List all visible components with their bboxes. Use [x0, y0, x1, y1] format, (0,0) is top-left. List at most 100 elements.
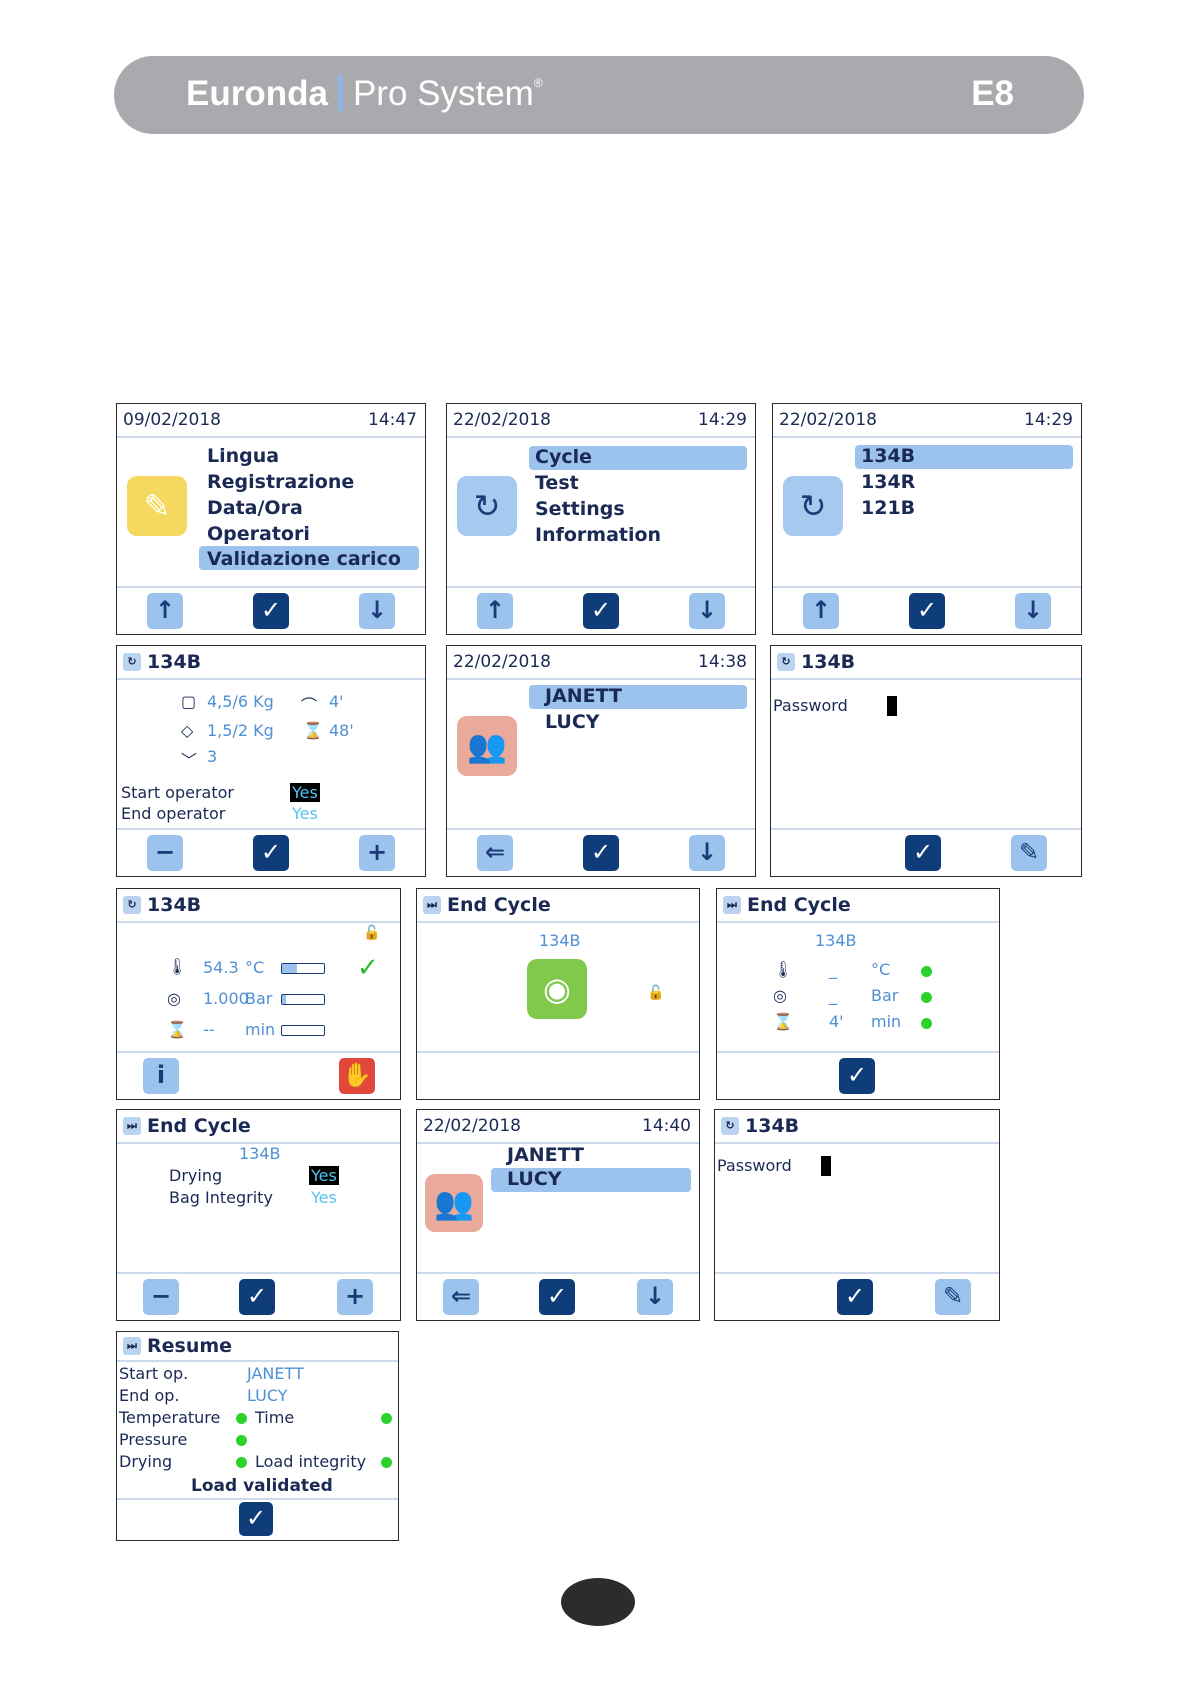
- pressure-bar-fill: [282, 995, 287, 1004]
- password-input-cursor[interactable]: [887, 696, 897, 716]
- cycle-icon: ↻: [123, 896, 141, 914]
- date: 09/02/2018: [123, 410, 221, 430]
- confirm-button[interactable]: ✓: [837, 1279, 873, 1315]
- operator-janett[interactable]: JANETT: [507, 1144, 585, 1166]
- confirm-button[interactable]: ✓: [583, 835, 619, 871]
- cycle-icon: ↻: [123, 653, 141, 671]
- menu-item-registrazione[interactable]: Registrazione: [207, 471, 355, 493]
- up-button[interactable]: ↑: [803, 593, 839, 629]
- time-value: --: [203, 1020, 215, 1039]
- screen-end-cycle-summary: ⏭ End Cycle 134B 🌡 _ °C ◎ _ Bar ⌛ 4' min…: [716, 888, 1000, 1100]
- password-input-cursor[interactable]: [821, 1156, 831, 1176]
- confirm-button[interactable]: ✓: [239, 1502, 273, 1536]
- hourglass-icon: ⌛: [303, 721, 323, 740]
- program-134b[interactable]: 134B: [861, 445, 916, 467]
- stop-button[interactable]: ✋: [339, 1058, 375, 1094]
- end-cycle-icon: ⏭: [123, 1337, 141, 1355]
- minus-button[interactable]: −: [143, 1279, 179, 1315]
- screen-main-menu: 22/02/2018 14:29 ↻ Cycle Test Settings I…: [446, 403, 756, 635]
- cycle-refresh-icon: ↻: [457, 476, 517, 536]
- menu-item-validazione-carico[interactable]: Validazione carico: [207, 548, 401, 570]
- down-button[interactable]: ↓: [689, 593, 725, 629]
- button-bar: ↑ ✓ ↓: [447, 586, 755, 634]
- menu-item-information[interactable]: Information: [535, 524, 662, 546]
- down-button[interactable]: ↓: [359, 593, 395, 629]
- title-bar: ⏭ End Cycle: [117, 1110, 400, 1144]
- edit-button[interactable]: ✎: [1011, 835, 1047, 871]
- end-operator-label: End operator: [121, 804, 226, 823]
- start-operator-label: Start op.: [119, 1364, 189, 1383]
- button-bar: ✓: [117, 1498, 398, 1540]
- pressure-value: 1.000: [203, 989, 249, 1008]
- bag-integrity-label: Bag Integrity: [169, 1188, 273, 1207]
- temperature-label: Temperature: [119, 1408, 221, 1427]
- end-operator-label: End op.: [119, 1386, 180, 1405]
- end-cycle-status-icon: ◉: [527, 959, 587, 1019]
- confirm-button[interactable]: ✓: [239, 1279, 275, 1315]
- start-operator-value: JANETT: [247, 1364, 304, 1383]
- confirm-button[interactable]: ✓: [909, 593, 945, 629]
- total-time: 48': [329, 721, 354, 740]
- sterilization-time-icon: ⌒: [301, 696, 318, 715]
- program-134r[interactable]: 134R: [861, 471, 916, 493]
- up-button[interactable]: ↑: [477, 593, 513, 629]
- end-cycle-title: End Cycle: [747, 894, 851, 916]
- menu-item-test[interactable]: Test: [535, 472, 579, 494]
- program-121b[interactable]: 121B: [861, 497, 916, 519]
- menu-item-cycle[interactable]: Cycle: [535, 446, 592, 468]
- edit-button[interactable]: ✎: [935, 1279, 971, 1315]
- end-operator-value[interactable]: Yes: [292, 804, 318, 823]
- confirm-button[interactable]: ✓: [839, 1058, 875, 1094]
- title-bar: 09/02/2018 14:47: [117, 404, 425, 438]
- title-bar: ⏭ End Cycle: [717, 889, 999, 923]
- start-operator-label: Start operator: [121, 783, 234, 802]
- menu-selection-highlight: [529, 446, 747, 470]
- info-button[interactable]: i: [143, 1058, 179, 1094]
- confirm-button[interactable]: ✓: [253, 593, 289, 629]
- back-button[interactable]: ⇐: [443, 1279, 479, 1315]
- plus-button[interactable]: +: [337, 1279, 373, 1315]
- back-button[interactable]: ⇐: [477, 835, 513, 871]
- thermometer-icon: 🌡: [167, 957, 188, 976]
- settings-tools-icon: ✎: [127, 476, 187, 536]
- down-button[interactable]: ↓: [637, 1279, 673, 1315]
- minus-button[interactable]: −: [147, 835, 183, 871]
- operator-lucy[interactable]: LUCY: [507, 1168, 562, 1190]
- up-button[interactable]: ↑: [147, 593, 183, 629]
- menu-item-settings[interactable]: Settings: [535, 498, 625, 520]
- start-operator-value[interactable]: Yes: [290, 783, 320, 802]
- title-bar: 22/02/2018 14:38: [447, 646, 755, 680]
- menu-item-data-ora[interactable]: Data/Ora: [207, 497, 303, 519]
- drying-value[interactable]: Yes: [309, 1166, 339, 1185]
- button-bar: − ✓ +: [117, 828, 425, 876]
- confirm-button[interactable]: ✓: [253, 835, 289, 871]
- model-name: E8: [971, 74, 1014, 113]
- time-value: 4': [829, 1012, 844, 1031]
- down-button[interactable]: ↓: [689, 835, 725, 871]
- program-name: 134B: [539, 931, 581, 950]
- menu-item-lingua[interactable]: Lingua: [207, 445, 280, 467]
- screen-operator-selection: 22/02/2018 14:38 👥 JANETT LUCY ⇐ ✓ ↓: [446, 645, 756, 877]
- title-bar: ⏭ End Cycle: [417, 889, 699, 923]
- plus-button[interactable]: +: [359, 835, 395, 871]
- down-button[interactable]: ↓: [1015, 593, 1051, 629]
- button-bar: ↑ ✓ ↓: [773, 586, 1081, 634]
- date: 22/02/2018: [779, 410, 877, 430]
- menu-item-operatori[interactable]: Operatori: [207, 523, 310, 545]
- button-bar: ↑ ✓ ↓: [117, 586, 425, 634]
- date: 22/02/2018: [423, 1116, 521, 1136]
- confirm-button[interactable]: ✓: [583, 593, 619, 629]
- drying-ok-indicator: [236, 1457, 247, 1468]
- temperature-value: 54.3: [203, 958, 239, 977]
- confirm-button[interactable]: ✓: [539, 1279, 575, 1315]
- button-bar: ✓ ✎: [715, 1272, 999, 1320]
- program-title: 134B: [147, 894, 202, 916]
- pressure-label: Pressure: [119, 1430, 188, 1449]
- confirm-button[interactable]: ✓: [905, 835, 941, 871]
- operator-janett[interactable]: JANETT: [545, 685, 623, 707]
- date: 22/02/2018: [453, 652, 551, 672]
- bag-integrity-value[interactable]: Yes: [311, 1188, 337, 1207]
- screen-resume: ⏭ Resume Start op. JANETT End op. LUCY T…: [116, 1331, 399, 1541]
- button-bar: i ✋: [117, 1051, 400, 1099]
- operator-lucy[interactable]: LUCY: [545, 711, 600, 733]
